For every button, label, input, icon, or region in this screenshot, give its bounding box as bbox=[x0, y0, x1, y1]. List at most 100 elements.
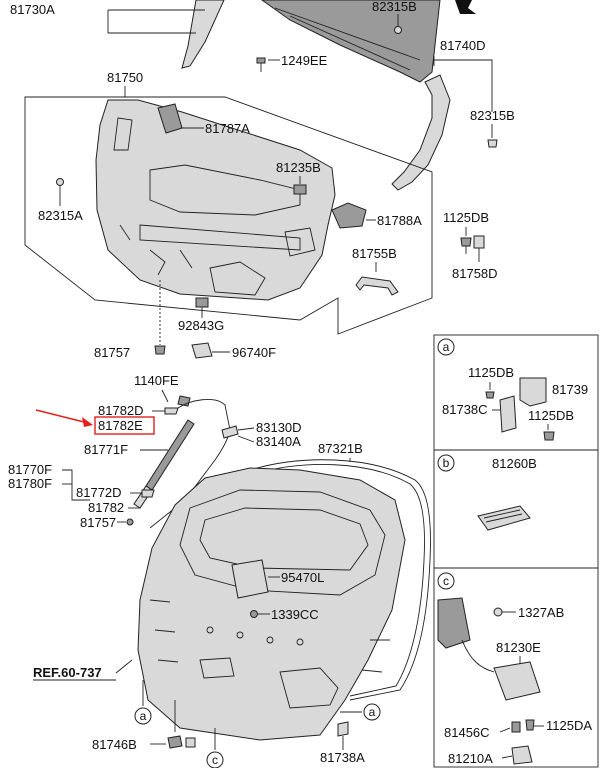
label-1140FE: 1140FE bbox=[134, 373, 179, 388]
tailgate-panel bbox=[137, 467, 406, 741]
bracket-81772D bbox=[141, 489, 155, 498]
bolt-pc-1125DA bbox=[525, 719, 535, 731]
part-81746B bbox=[167, 735, 183, 749]
panel-b-badge bbox=[437, 454, 455, 472]
detail-panels-frame bbox=[433, 334, 599, 768]
label-81772D: 81772D bbox=[76, 485, 122, 500]
label-81770F: 81770F bbox=[8, 462, 52, 477]
label-81780F: 81780F bbox=[8, 476, 52, 491]
bolt-81757-bottom bbox=[126, 518, 134, 526]
handle-81755B bbox=[355, 276, 399, 296]
label-ref-60-737: REF.60-737 bbox=[33, 665, 102, 680]
label-82315B-top: 82315B bbox=[372, 0, 417, 14]
trim-81740D bbox=[391, 74, 451, 191]
label-pc-1327AB: 1327AB bbox=[518, 605, 564, 620]
label-81746B: 81746B bbox=[92, 737, 137, 752]
leader-83140A bbox=[237, 435, 255, 443]
label-pa-81738C: 81738C bbox=[442, 402, 488, 417]
label-81730A: 81730A bbox=[10, 2, 55, 17]
bolt-pa-1125DB-top bbox=[485, 391, 495, 399]
label-1339CC: 1339CC bbox=[271, 607, 319, 622]
label-81771F: 81771F bbox=[84, 442, 128, 457]
panel-a-badge bbox=[437, 338, 455, 356]
clip-82315B-top bbox=[394, 26, 402, 34]
label-pc-81230E: 81230E bbox=[496, 640, 541, 655]
label-92843G: 92843G bbox=[178, 318, 224, 333]
highlight-box-81782E bbox=[94, 416, 155, 435]
weatherstrip-87321B-inner bbox=[253, 464, 425, 697]
leader-1140FE bbox=[161, 389, 169, 403]
bolt-81757-top bbox=[154, 345, 166, 355]
label-82315A: 82315A bbox=[38, 208, 83, 223]
part-81746B-b bbox=[185, 737, 196, 748]
label-pc-81456C: 81456C bbox=[444, 725, 490, 740]
panel-c-badge bbox=[437, 572, 455, 590]
clip-81235B bbox=[293, 184, 307, 195]
connector-83130D bbox=[221, 425, 239, 439]
leader-ref bbox=[115, 659, 133, 674]
highlight-arrow-line bbox=[35, 409, 89, 424]
clip-82315A bbox=[56, 178, 64, 186]
panel-c-badge-text: c bbox=[443, 574, 449, 588]
callout-c bbox=[206, 751, 224, 768]
direction-arrow-icon bbox=[455, 0, 476, 14]
label-81782D: 81782D bbox=[98, 403, 144, 418]
callout-a-left bbox=[134, 707, 152, 725]
leader-pc-81210A bbox=[501, 755, 513, 759]
leader-81740D bbox=[433, 56, 493, 112]
label-81755B: 81755B bbox=[352, 246, 397, 261]
inner-panel-81750 bbox=[95, 99, 336, 301]
label-81787A: 81787A bbox=[205, 121, 250, 136]
module-96740F bbox=[191, 342, 213, 359]
nut-1339CC bbox=[250, 610, 258, 618]
bracket-pa-81738C bbox=[499, 395, 517, 433]
label-81782: 81782 bbox=[88, 500, 124, 515]
bolt-pc-81456C bbox=[511, 721, 521, 733]
label-pc-81210A: 81210A bbox=[448, 751, 493, 766]
trim-81730A bbox=[181, 0, 441, 83]
latch-pc bbox=[437, 597, 471, 649]
label-96740F: 96740F bbox=[232, 345, 276, 360]
panel-a-badge-text: a bbox=[443, 340, 450, 354]
panel-b-badge-text: b bbox=[443, 456, 450, 470]
label-81738A: 81738A bbox=[320, 750, 365, 765]
bolt-1125DB bbox=[460, 237, 472, 247]
part-pb-81260B-detail bbox=[483, 509, 523, 523]
label-87321B: 87321B bbox=[318, 441, 363, 456]
actuator-pc-81230E bbox=[493, 661, 541, 701]
callout-a-right-text: a bbox=[369, 705, 376, 719]
bolt-pa-1125DB-bottom bbox=[543, 431, 555, 441]
leader-83130D bbox=[237, 427, 255, 431]
label-81757-top: 81757 bbox=[94, 345, 130, 360]
callout-c-text: c bbox=[212, 753, 218, 767]
leader-pc-81456C bbox=[499, 727, 511, 733]
group-box-81750 bbox=[24, 96, 433, 335]
striker-pc-81210A bbox=[511, 745, 533, 765]
highlight-arrow-icon bbox=[82, 417, 93, 427]
label-pa-81739: 81739 bbox=[552, 382, 588, 397]
bolt-1249EE bbox=[256, 57, 266, 72]
label-81740D: 81740D bbox=[440, 38, 486, 53]
bracket-81782D bbox=[164, 407, 179, 415]
weatherstrip-87321B bbox=[249, 459, 431, 701]
clip-92843G bbox=[195, 297, 209, 308]
label-81758D: 81758D bbox=[452, 266, 498, 281]
label-pc-1125DA: 1125DA bbox=[546, 718, 592, 733]
label-82315B-right: 82315B bbox=[470, 108, 515, 123]
label-83130D: 83130D bbox=[256, 420, 302, 435]
label-81782E: 81782E bbox=[98, 418, 143, 433]
callout-a-left-text: a bbox=[140, 709, 147, 723]
grille-81788A bbox=[331, 202, 367, 229]
leader-81770F bbox=[62, 469, 90, 501]
label-83140A: 83140A bbox=[256, 434, 301, 449]
module-95470L bbox=[231, 559, 269, 599]
label-pa-1125DB-top: 1125DB bbox=[468, 365, 514, 380]
label-95470L: 95470L bbox=[281, 570, 324, 585]
part-81738A bbox=[337, 721, 349, 737]
callout-a-right bbox=[363, 703, 381, 721]
nut-pc-1327AB bbox=[493, 607, 503, 617]
label-81235B: 81235B bbox=[276, 160, 321, 175]
label-1125DB: 1125DB bbox=[443, 210, 489, 225]
pc-cable bbox=[461, 639, 495, 673]
